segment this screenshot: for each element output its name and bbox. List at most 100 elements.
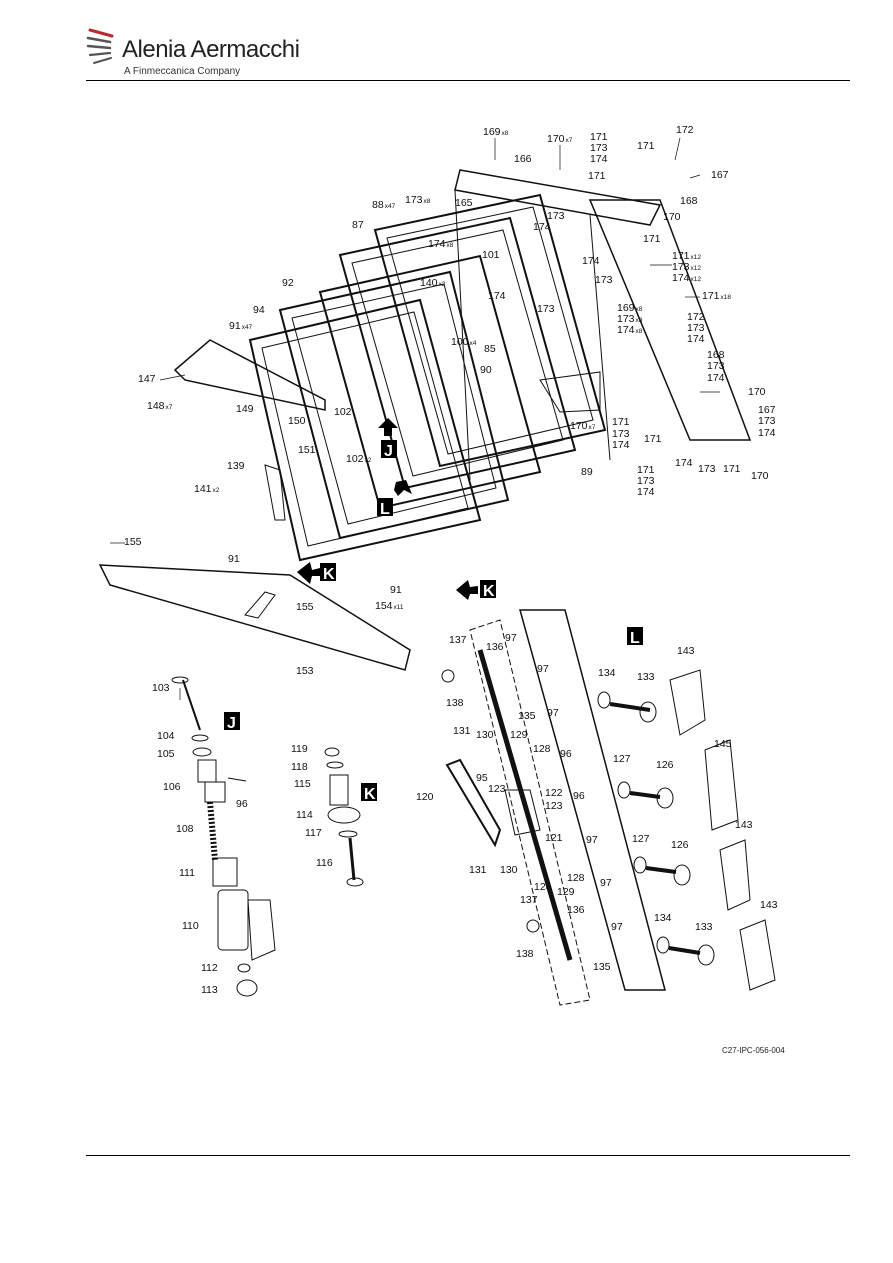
item-label-l141: 141x2 xyxy=(194,483,220,495)
leader-lines xyxy=(110,137,720,700)
view-callouts: J L K K J K L xyxy=(224,418,643,803)
item-label-l91a: 91x47 xyxy=(229,320,253,332)
item-label-l97a: 97 xyxy=(505,632,517,644)
item-label-l100: 100x4 xyxy=(451,336,477,348)
item-label-l122: 122 xyxy=(545,787,563,799)
arrow-up-icon xyxy=(378,418,398,436)
item-label-l166: 166 xyxy=(514,153,532,165)
item-label-l92: 92 xyxy=(282,277,294,289)
item-label-l169a: 169x8 xyxy=(483,126,509,138)
brand-logo: Alenia Aermacchi A Finmeccanica Company xyxy=(86,22,326,82)
item-label-l135b: 135 xyxy=(593,961,611,973)
item-label-l171f: 171x18 xyxy=(702,290,731,302)
item-label-l85: 85 xyxy=(484,343,496,355)
item-label-l97c: 97 xyxy=(547,707,559,719)
item-label-l151: 151 xyxy=(298,444,316,456)
item-label-l129a: 129 xyxy=(510,729,528,741)
footer-rule xyxy=(86,1155,850,1156)
item-label-l127a: 127 xyxy=(613,753,631,765)
item-label-l172a: 172 xyxy=(676,124,694,136)
item-label-l101: 101 xyxy=(482,249,500,261)
item-label-l165: 165 xyxy=(455,197,473,209)
item-label-l136a: 136 xyxy=(486,641,504,653)
item-label-l123a: 123 xyxy=(488,783,506,795)
item-label-l174l: 174 xyxy=(675,457,693,469)
item-label-l108: 108 xyxy=(176,823,194,835)
item-label-l129b: 129 xyxy=(557,886,575,898)
item-label-l154: 154x11 xyxy=(375,600,404,612)
item-label-l174b: 174 xyxy=(533,221,551,233)
item-label-l171c: 171 xyxy=(588,170,606,182)
item-label-l173h: 173 xyxy=(687,322,705,334)
item-label-l90: 90 xyxy=(480,364,492,376)
item-label-l134a: 134 xyxy=(598,667,616,679)
item-label-l133b: 133 xyxy=(695,921,713,933)
item-label-l139: 139 xyxy=(227,460,245,472)
item-label-l150: 150 xyxy=(288,415,306,427)
item-label-l171a: 171 xyxy=(590,131,608,143)
item-label-l121: 121 xyxy=(545,832,563,844)
detail-title-l: L xyxy=(630,630,640,647)
rails xyxy=(98,339,411,671)
header-rule xyxy=(86,80,850,81)
item-label-l95: 95 xyxy=(476,772,488,784)
item-label-l127b: 127 xyxy=(632,833,650,845)
item-label-l124: 124 xyxy=(534,881,552,893)
item-label-l135a: 135 xyxy=(518,710,536,722)
frame-stack xyxy=(248,169,752,562)
item-label-l168b: 168 xyxy=(707,349,725,361)
item-label-l173k: 173 xyxy=(612,428,630,440)
item-label-l128a: 128 xyxy=(533,743,551,755)
item-label-l170c: 170 xyxy=(748,386,766,398)
item-label-l174i: 174 xyxy=(707,372,725,384)
brand-name: Alenia Aermacchi xyxy=(122,36,300,63)
item-label-l174m: 174 xyxy=(637,486,655,498)
item-label-l110: 110 xyxy=(182,920,199,932)
item-label-l174g: 174x8 xyxy=(617,324,643,336)
item-label-l173l: 173 xyxy=(698,463,716,475)
item-label-l155b: 155 xyxy=(296,601,314,613)
item-label-l173e: 173 xyxy=(537,303,555,315)
arrow-left-icon xyxy=(297,562,320,584)
item-label-l111: 111 xyxy=(179,867,195,879)
item-label-l171i: 171 xyxy=(723,463,741,475)
item-label-l170d: 170x7 xyxy=(570,420,596,432)
item-label-l96a: 96 xyxy=(560,748,572,760)
item-label-l97f: 97 xyxy=(611,921,623,933)
item-label-l91b: 91 xyxy=(228,553,240,565)
item-label-l155a: 155 xyxy=(124,536,142,548)
item-label-l114: 114 xyxy=(296,809,313,821)
item-label-l147: 147 xyxy=(138,373,156,385)
item-label-l170a: 170x7 xyxy=(547,133,573,145)
item-label-l174k: 174 xyxy=(612,439,630,451)
item-label-l91c: 91 xyxy=(390,584,402,596)
brand-tagline: A Finmeccanica Company xyxy=(124,66,241,77)
item-label-l116: 116 xyxy=(316,857,333,869)
item-label-l168a: 168 xyxy=(680,195,698,207)
item-label-l126b: 126 xyxy=(671,839,689,851)
item-label-l112: 112 xyxy=(201,962,218,974)
figure-reference: C27-IPC-056-004 xyxy=(722,1046,785,1055)
item-label-l138b: 138 xyxy=(516,948,534,960)
item-label-l115: 115 xyxy=(294,778,311,790)
item-label-l106: 106 xyxy=(163,781,181,793)
item-label-l104: 104 xyxy=(157,730,175,742)
item-label-l103: 103 xyxy=(152,682,170,694)
item-label-l88: 88x47 xyxy=(372,199,396,211)
item-label-l97e: 97 xyxy=(600,877,612,889)
item-label-l136b: 136 xyxy=(567,904,585,916)
item-label-l173c: 173 xyxy=(547,210,565,222)
item-label-l167b: 167 xyxy=(758,404,776,416)
detail-k-assembly xyxy=(324,747,364,887)
item-label-l119: 119 xyxy=(291,743,308,755)
callout-k-2: K xyxy=(483,583,495,600)
item-label-l140: 140x2 xyxy=(420,277,446,289)
item-label-l102b: 102x2 xyxy=(346,453,372,465)
item-label-l171g: 171 xyxy=(612,416,630,428)
item-label-l174h: 174 xyxy=(687,333,705,345)
item-label-l105: 105 xyxy=(157,748,175,760)
item-label-l171b: 171 xyxy=(637,140,655,152)
item-label-l171h: 171 xyxy=(644,433,662,445)
item-label-l133a: 133 xyxy=(637,671,655,683)
item-label-l138a: 138 xyxy=(446,697,464,709)
